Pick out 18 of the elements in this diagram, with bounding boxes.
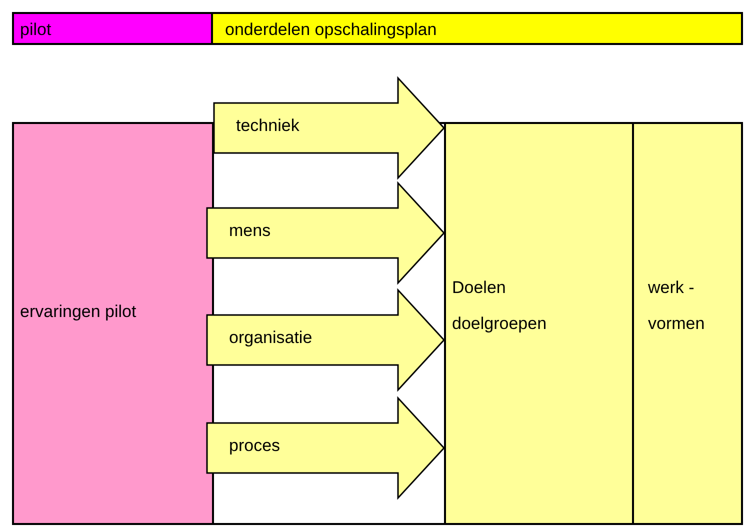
block-arrow bbox=[206, 396, 446, 500]
edge-label: proces bbox=[229, 436, 280, 456]
header-cell bbox=[211, 12, 743, 45]
column-box bbox=[632, 122, 743, 525]
box-label: onderdelen opschalingsplan bbox=[225, 20, 437, 40]
header-cell bbox=[12, 12, 213, 45]
block-arrow bbox=[213, 76, 446, 180]
block-arrow bbox=[206, 288, 446, 392]
column-box bbox=[444, 122, 634, 525]
edge-label: techniek bbox=[236, 116, 300, 136]
box-label: Doelen doelgroepen bbox=[452, 277, 548, 335]
block-arrow bbox=[206, 181, 446, 285]
edge-label: mens bbox=[229, 221, 271, 242]
box-label: werk - vormen bbox=[648, 277, 706, 335]
box-label: pilot bbox=[20, 20, 52, 40]
edge-label: organisatie bbox=[229, 328, 312, 348]
column-box bbox=[12, 122, 214, 525]
box-label: ervaringen pilot bbox=[20, 302, 136, 322]
